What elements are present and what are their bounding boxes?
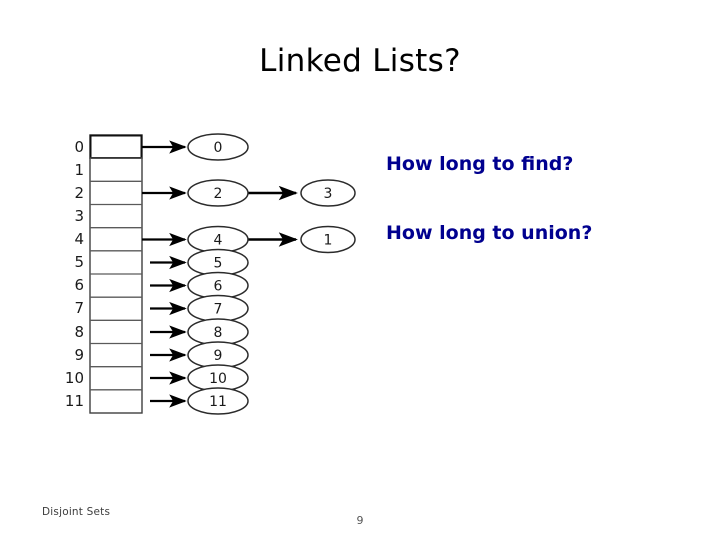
node-label: 6	[214, 279, 223, 295]
node-label: 2	[214, 186, 223, 202]
page-title: Linked Lists?	[259, 43, 461, 79]
callout-find-question: How long to find?	[386, 153, 574, 175]
node-label: 4	[214, 233, 223, 249]
array-index-label: 11	[65, 392, 84, 410]
list-node: 7	[187, 294, 249, 323]
list-node: 0	[187, 133, 249, 161]
list-node: 4	[187, 225, 249, 254]
node-label: 5	[214, 256, 223, 272]
node-label: 1	[324, 233, 333, 249]
node-label: 10	[209, 371, 227, 387]
page-number: 9	[356, 514, 364, 527]
list-node: 6	[187, 271, 249, 300]
array-index-label: 4	[74, 230, 84, 248]
footer-label: Disjoint Sets	[42, 506, 111, 518]
array-index-label: 6	[74, 276, 84, 294]
node-column-primary: 0 2 4 5 6	[187, 133, 249, 415]
list-node: 10	[187, 364, 249, 392]
node-ellipse	[187, 387, 249, 415]
node-column-secondary: 3 1	[300, 179, 356, 254]
array-index-label: 2	[74, 184, 84, 202]
array-index-label: 10	[65, 369, 84, 387]
node-ellipse	[300, 179, 356, 207]
array-index-labels: 0 1 2 3 4 5 6 7 8 9 10 11	[65, 138, 84, 410]
diagram-svg: 0 1 2 3 4 5 6 7 8 9 10 11	[65, 133, 356, 415]
list-node: 2	[187, 179, 249, 207]
list-node: 11	[187, 387, 249, 415]
node-label: 8	[214, 325, 223, 341]
callout-union-question: How long to union?	[386, 222, 593, 244]
array-index-label: 1	[74, 161, 84, 179]
pointer-arrows	[142, 140, 187, 408]
array-index-label: 9	[74, 346, 84, 364]
list-node: 5	[187, 248, 249, 277]
node-ellipse	[300, 225, 356, 254]
list-node: 3	[300, 179, 356, 207]
node-label: 3	[324, 186, 333, 202]
node-label: 9	[214, 348, 223, 364]
node-ellipse	[187, 133, 249, 161]
node-label: 7	[214, 302, 223, 318]
array-index-label: 3	[74, 207, 84, 225]
list-node: 9	[187, 341, 249, 369]
node-link-arrows	[248, 185, 298, 247]
node-ellipse	[187, 179, 249, 207]
node-label: 11	[209, 394, 227, 410]
list-node: 1	[300, 225, 356, 254]
array-index-label: 0	[74, 138, 84, 156]
array-index-label: 7	[74, 299, 84, 317]
array-index-label: 5	[74, 253, 84, 271]
array-container	[89, 134, 143, 414]
node-label: 0	[214, 140, 223, 156]
array-index-label: 8	[74, 323, 84, 341]
linked-list-diagram: 0 1 2 3 4 5 6 7 8 9 10 11	[40, 120, 380, 430]
list-node: 8	[187, 318, 249, 346]
